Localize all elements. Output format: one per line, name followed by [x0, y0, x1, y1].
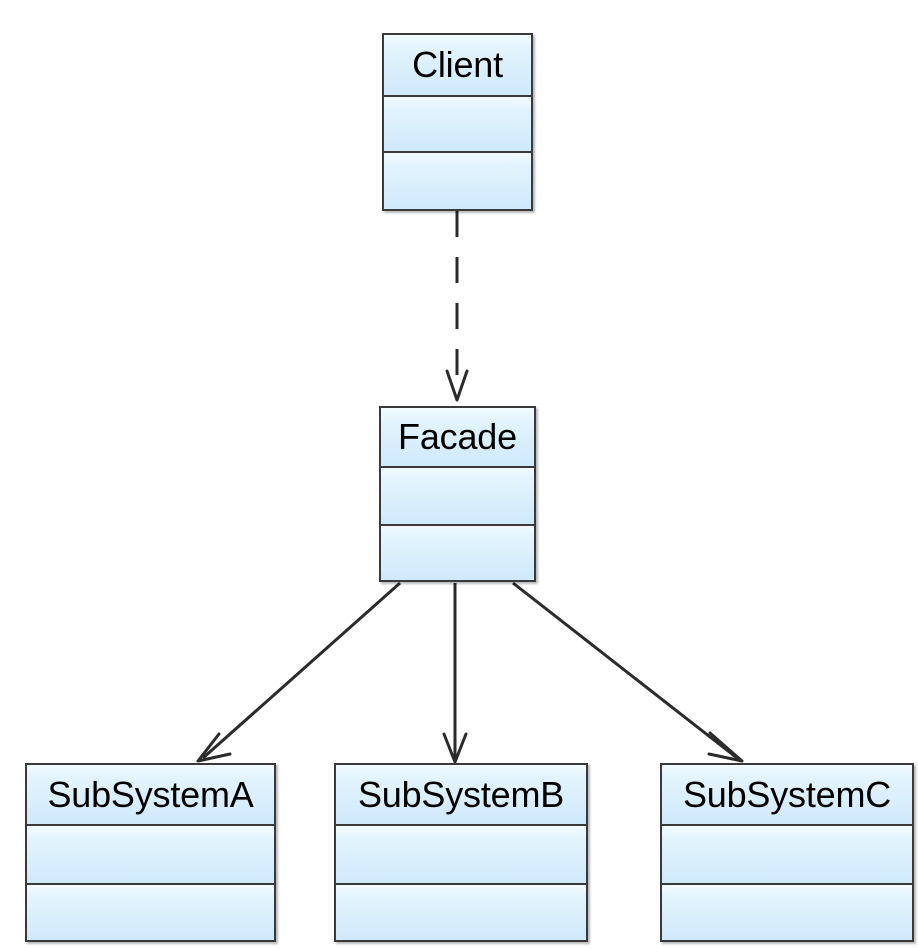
class-operations-compartment	[27, 883, 274, 940]
edge-facade-to-subsystem-a-line	[202, 581, 401, 760]
class-attributes-compartment	[384, 95, 531, 151]
class-attributes-compartment	[27, 824, 274, 883]
class-name-compartment: Facade	[381, 408, 534, 466]
class-operations-compartment	[381, 524, 534, 580]
uml-class-subsystem-a[interactable]: SubSystemA	[25, 763, 276, 942]
class-operations-compartment	[662, 883, 912, 940]
edge-facade-to-subsystem-c-arrowhead	[707, 731, 744, 763]
edge-facade-to-subsystem-a	[196, 581, 401, 763]
class-name-compartment: Client	[384, 35, 531, 95]
class-name-label: Facade	[398, 416, 517, 457]
class-name-label: SubSystemB	[357, 773, 565, 815]
class-operations-compartment	[384, 151, 531, 209]
uml-class-client[interactable]: Client	[382, 33, 533, 211]
edge-client-to-facade-arrowhead	[445, 369, 469, 402]
edge-facade-to-subsystem-b	[442, 583, 468, 764]
class-operations-compartment	[336, 883, 586, 940]
uml-class-subsystem-c[interactable]: SubSystemC	[660, 763, 914, 942]
edge-facade-to-subsystem-b-arrowhead	[442, 732, 468, 764]
class-name-label: SubSystemA	[47, 773, 254, 815]
class-name-compartment: SubSystemB	[336, 765, 586, 824]
uml-class-subsystem-b[interactable]: SubSystemB	[334, 763, 588, 942]
class-attributes-compartment	[336, 824, 586, 883]
edge-client-to-facade	[445, 211, 469, 402]
class-name-compartment: SubSystemC	[662, 765, 912, 824]
class-name-label: Client	[412, 44, 503, 85]
edge-facade-to-subsystem-a-arrowhead	[196, 732, 232, 763]
class-name-label: SubSystemC	[682, 773, 892, 815]
class-attributes-compartment	[662, 824, 912, 883]
class-attributes-compartment	[381, 466, 534, 524]
class-name-compartment: SubSystemA	[27, 765, 274, 824]
edge-facade-to-subsystem-c-line	[512, 581, 738, 760]
uml-class-facade[interactable]: Facade	[379, 406, 536, 582]
edge-facade-to-subsystem-c	[512, 581, 744, 763]
